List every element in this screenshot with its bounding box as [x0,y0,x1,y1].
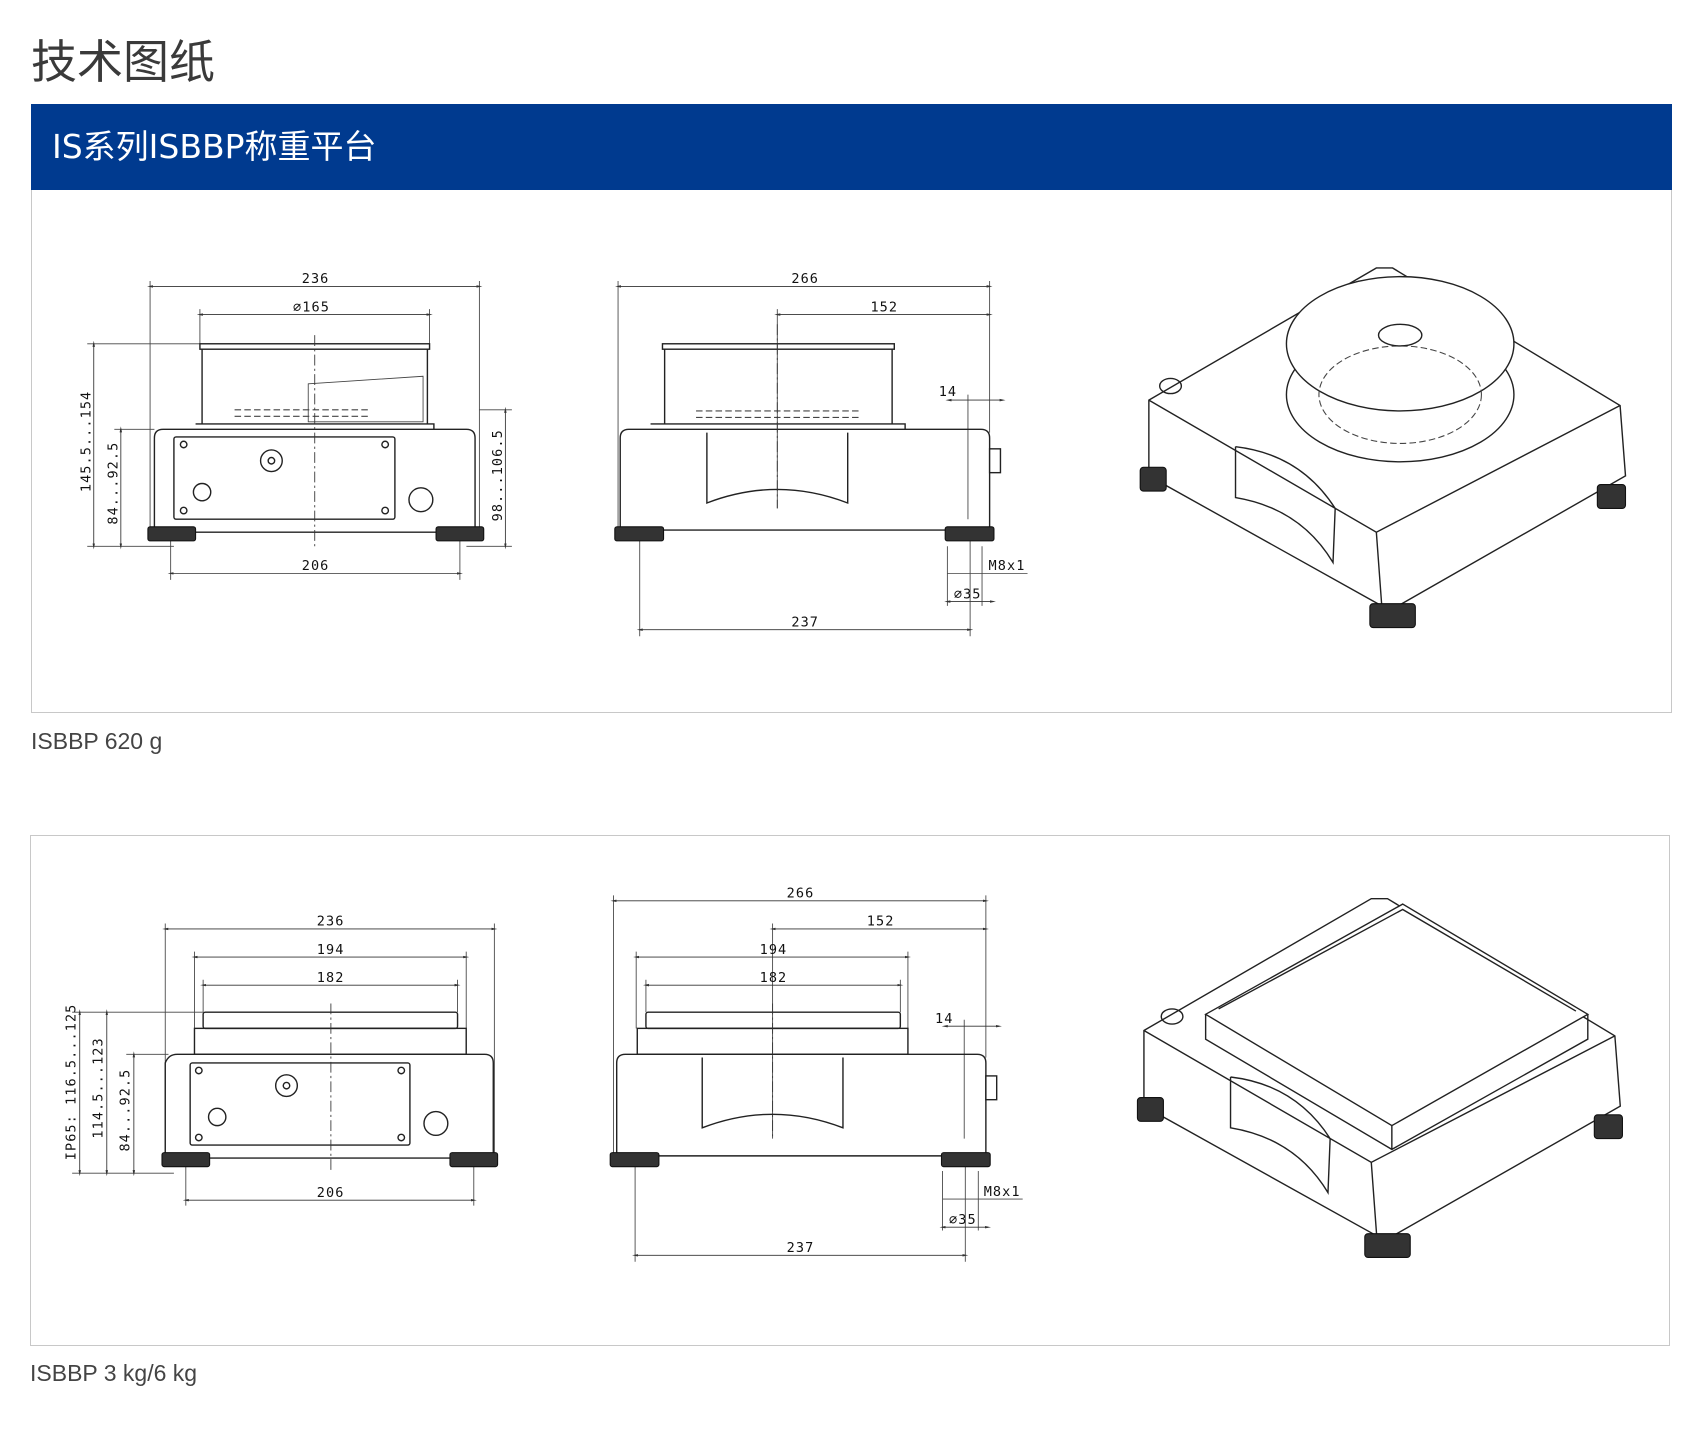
dim-14: 14 [939,384,957,400]
dim-thread: M8x1 [984,1184,1021,1200]
dim-pan-inner-side: 182 [760,970,788,986]
dim-pan-diameter: ⌀165 [293,299,330,315]
dim-depth: 266 [787,886,815,902]
dim-pan-inner: 182 [317,970,345,986]
drawing-panel-3kg-6kg: 236 194 182 IP65: 116.5...125 114.5...12… [30,835,1670,1346]
isometric-view [1136,897,1623,1259]
dim-height-side: 98...106.5 [490,429,506,521]
dim-foot-spacing: 206 [317,1185,345,1201]
isometric-view [1139,267,1627,629]
front-view: 236 194 182 IP65: 116.5...125 114.5...12… [63,914,499,1206]
dim-pan-outer-side: 194 [760,942,788,958]
dim-center-offset: 152 [870,299,898,315]
caption-620g: ISBBP 620 g [31,728,163,754]
side-view: 266 152 194 182 14 M8x1 ⌀35 237 [609,886,1023,1262]
drawing-panel-620g: 236 ⌀165 145.5...154 84...92.5 98...106.… [31,190,1672,713]
page-title: 技术图纸 [31,35,215,89]
side-view: 266 152 14 M8x1 ⌀35 237 [614,271,1028,637]
dim-pan-outer: 194 [317,942,345,958]
dim-thread: M8x1 [989,558,1026,574]
dim-height-total: 114.5...123 [90,1037,106,1138]
dim-foot-spacing-side: 237 [787,1240,815,1256]
technical-drawing-3kg-6kg: 236 194 182 IP65: 116.5...125 114.5...12… [63,886,1623,1262]
caption-3kg-6kg: ISBBP 3 kg/6 kg [30,1360,198,1386]
dim-foot-spacing-side: 237 [791,614,819,630]
dim-center-offset: 152 [867,914,895,930]
dim-14: 14 [935,1011,953,1027]
dim-width: 236 [302,271,330,287]
front-view: 236 ⌀165 145.5...154 84...92.5 98...106.… [78,271,512,580]
section-header: IS系列ISBBP称重平台 [31,104,1672,190]
dim-foot-diameter: ⌀35 [954,586,982,602]
dim-height-base: 84...92.5 [106,442,122,525]
dim-height-ip65: IP65: 116.5...125 [63,1004,79,1161]
dim-height-base: 84...92.5 [118,1069,134,1152]
dim-foot-spacing: 206 [302,558,330,574]
dim-height-total: 145.5...154 [78,391,94,492]
dim-depth: 266 [791,271,819,287]
technical-drawing-620g: 236 ⌀165 145.5...154 84...92.5 98...106.… [78,267,1627,637]
dim-foot-diameter: ⌀35 [949,1212,977,1228]
dim-width: 236 [317,914,345,930]
